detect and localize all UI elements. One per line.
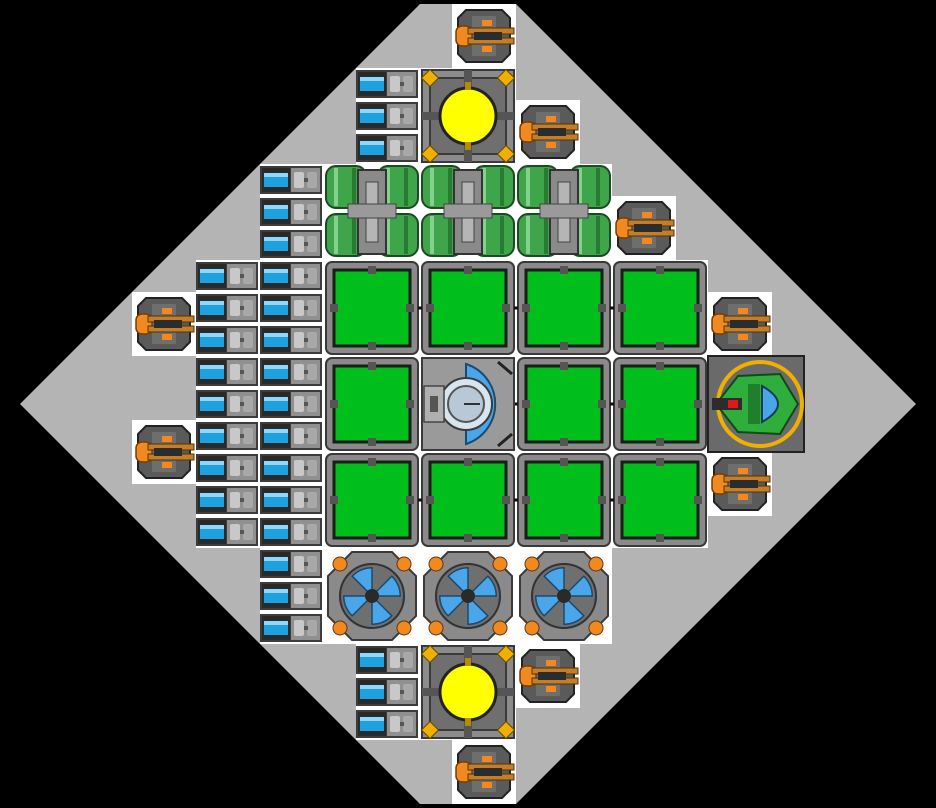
cockpit[interactable] [707,355,805,453]
battery-cell[interactable] [196,518,258,546]
solar-core[interactable] [420,68,516,164]
shield-generator[interactable] [421,357,515,451]
cannon-turret[interactable] [519,105,579,159]
battery-cell[interactable] [260,518,322,546]
battery-cell[interactable] [196,422,258,450]
battery-cell[interactable] [356,646,418,674]
battery-cell[interactable] [260,614,322,642]
room-connectors [418,306,614,502]
battery-cell[interactable] [356,70,418,98]
battery-cell[interactable] [260,454,322,482]
cannon-turret[interactable] [711,297,771,351]
battery-cell[interactable] [196,294,258,322]
battery-cell[interactable] [196,486,258,514]
fuel-tank[interactable] [325,165,419,257]
fan-reactor[interactable] [423,551,513,641]
battery-cell[interactable] [260,326,322,354]
cargo-room[interactable] [517,357,611,451]
battery-cell[interactable] [356,678,418,706]
battery-cell[interactable] [356,710,418,738]
battery-cell[interactable] [356,102,418,130]
fan-reactor[interactable] [327,551,417,641]
cannon-turret[interactable] [135,297,195,351]
battery-cell[interactable] [260,166,322,194]
battery-cell[interactable] [260,262,322,290]
battery-cell[interactable] [260,230,322,258]
cargo-room[interactable] [517,261,611,355]
cargo-room[interactable] [325,357,419,451]
battery-cell[interactable] [260,486,322,514]
cargo-room[interactable] [421,261,515,355]
battery-cell[interactable] [196,262,258,290]
battery-cell[interactable] [260,390,322,418]
cargo-room[interactable] [613,453,707,547]
battery-cell[interactable] [356,134,418,162]
battery-cell[interactable] [196,454,258,482]
battery-cell[interactable] [260,294,322,322]
cargo-room[interactable] [517,453,611,547]
cannon-turret[interactable] [455,9,515,63]
fuel-tank[interactable] [517,165,611,257]
cargo-room[interactable] [325,453,419,547]
battery-cell[interactable] [196,390,258,418]
cargo-room[interactable] [421,453,515,547]
cargo-room[interactable] [325,261,419,355]
battery-cell[interactable] [260,358,322,386]
battery-cell[interactable] [260,582,322,610]
battery-cell[interactable] [196,358,258,386]
cargo-room[interactable] [613,357,707,451]
cannon-turret[interactable] [615,201,675,255]
battery-cell[interactable] [260,550,322,578]
battery-cell[interactable] [260,198,322,226]
cannon-turret[interactable] [455,745,515,799]
cannon-turret[interactable] [519,649,579,703]
cargo-room[interactable] [613,261,707,355]
fuel-tank[interactable] [421,165,515,257]
battery-cell[interactable] [196,326,258,354]
battery-cell[interactable] [260,422,322,450]
cannon-turret[interactable] [711,457,771,511]
solar-core[interactable] [420,644,516,740]
cannon-turret[interactable] [135,425,195,479]
fan-reactor[interactable] [519,551,609,641]
